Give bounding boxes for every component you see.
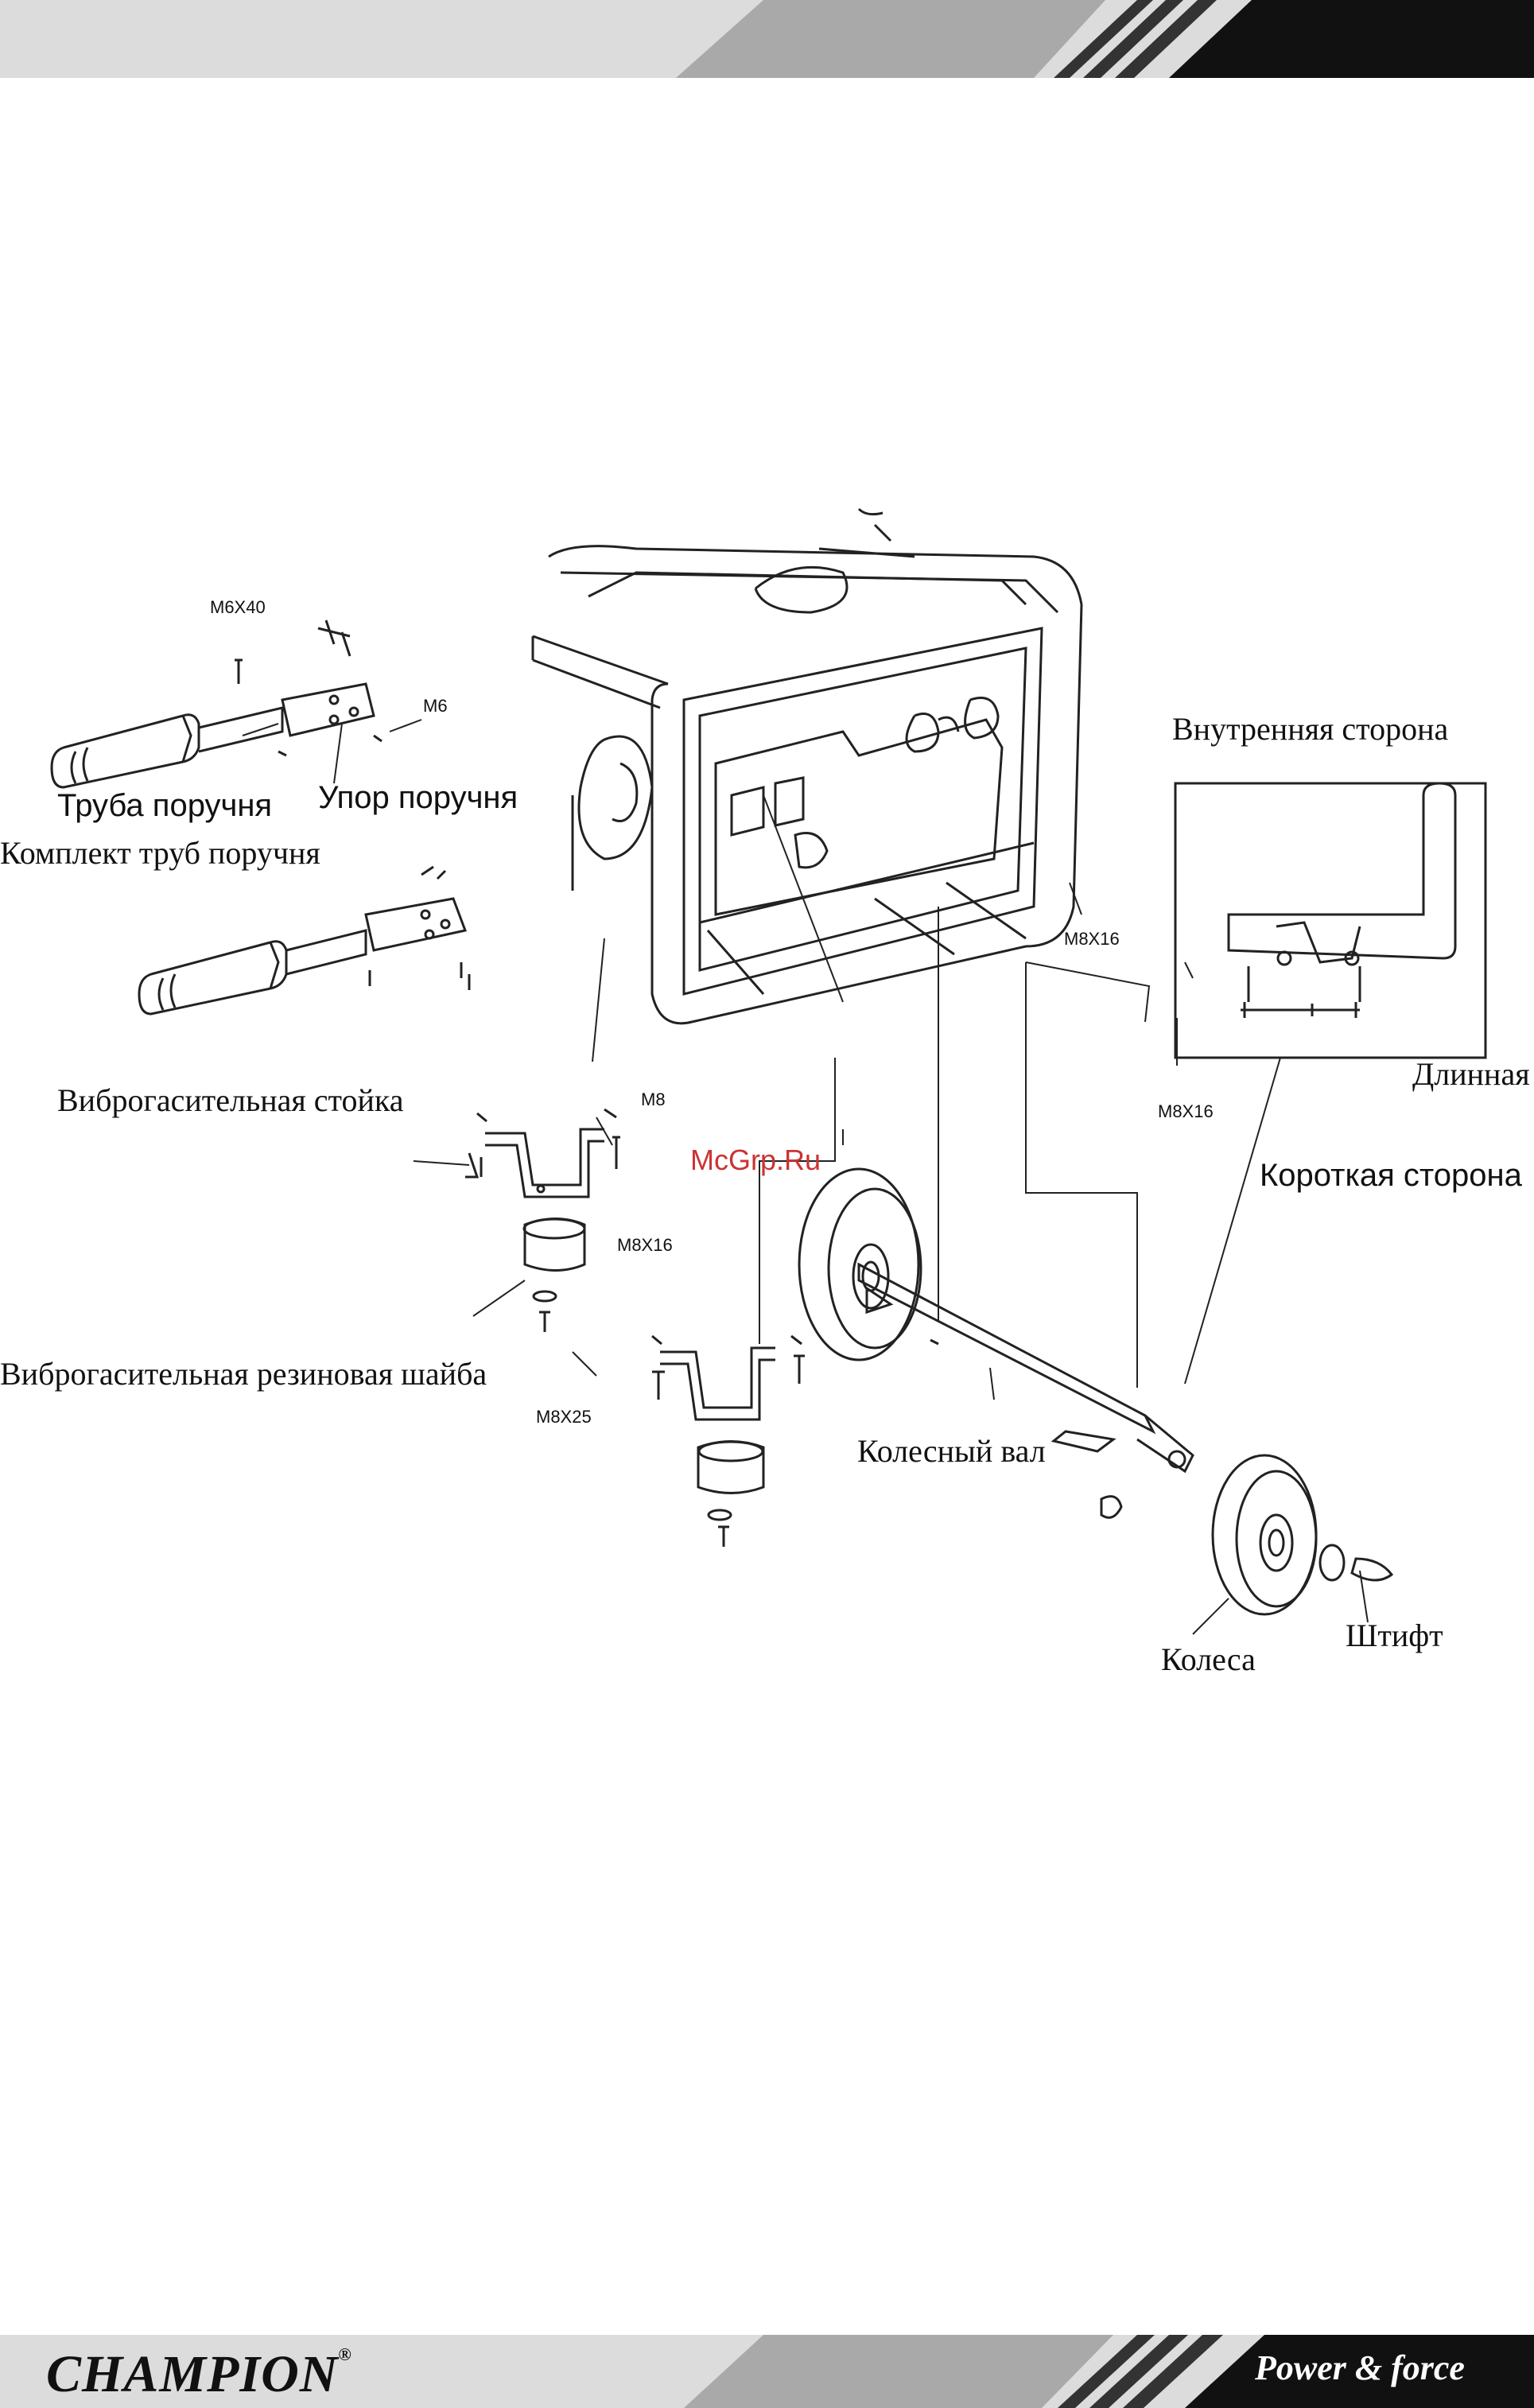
wheel-axle (859, 1264, 1193, 1517)
label-long-side: Длинная (1412, 1058, 1530, 1090)
label-inner-side: Внутренняя сторона (1172, 713, 1448, 745)
vibration-stand-upper (465, 1109, 620, 1332)
fastener-m6: M6 (423, 697, 448, 715)
label-rubber-washer: Виброгасительная резиновая шайба (0, 1358, 487, 1390)
inner-side-inset (1175, 783, 1485, 1058)
fastener-m8: M8 (641, 1091, 666, 1109)
cotter-pin (1352, 1559, 1392, 1580)
champion-logo: CHAMPION® (46, 2344, 352, 2405)
label-handle-stop: Упор поручня (318, 782, 518, 814)
watermark: McGrp.Ru (690, 1144, 821, 1177)
fastener-m8x16-top: M8X16 (1064, 930, 1120, 948)
label-handle-kit: Комплект труб поручня (0, 837, 320, 869)
label-vibration-stand: Виброгасительная стойка (57, 1085, 403, 1117)
label-short-side: Короткая сторона (1260, 1159, 1522, 1191)
fastener-m8x16-stand: M8X16 (617, 1237, 673, 1254)
label-wheel-axle: Колесный вал (857, 1435, 1046, 1467)
wheel-right (1213, 1455, 1344, 1614)
handle-tube-lower (139, 867, 469, 1014)
label-handle-tube: Труба поручня (57, 790, 272, 821)
vibration-stand-lower (652, 1336, 805, 1547)
fastener-m8x16-inset: M8X16 (1158, 1103, 1214, 1120)
leader-lines (243, 720, 1368, 1634)
slogan: Power & force (1255, 2348, 1465, 2388)
header-band (0, 0, 1534, 78)
fastener-m6x40: M6X40 (210, 599, 266, 616)
handle-tube-upper (52, 620, 382, 787)
fastener-m8x25: M8X25 (536, 1408, 592, 1426)
label-wheels: Колеса (1161, 1644, 1256, 1676)
label-pin: Штифт (1346, 1620, 1443, 1652)
generator-frame (533, 509, 1082, 1023)
